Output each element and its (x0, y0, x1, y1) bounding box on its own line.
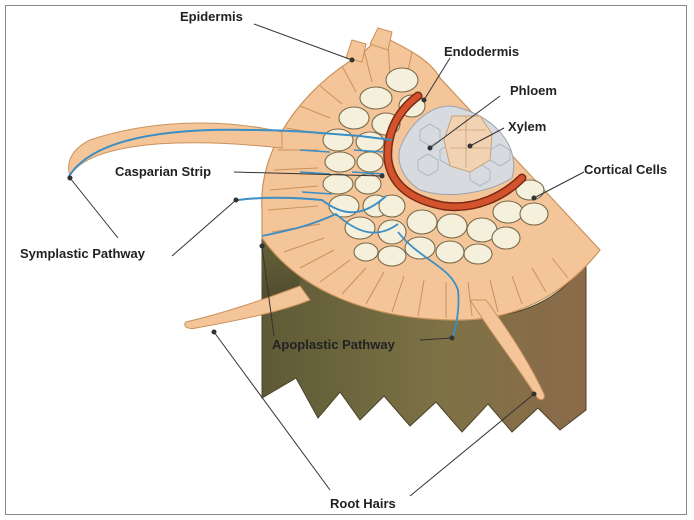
label-endodermis: Endodermis (444, 44, 519, 59)
label-phloem: Phloem (510, 83, 557, 98)
label-root-hairs: Root Hairs (330, 496, 396, 511)
xylem-tissue (444, 116, 492, 172)
label-cortical-cells: Cortical Cells (584, 162, 667, 177)
label-apoplastic-pathway: Apoplastic Pathway (272, 337, 395, 352)
label-epidermis: Epidermis (180, 9, 243, 24)
label-symplastic-pathway: Symplastic Pathway (20, 246, 145, 261)
label-xylem: Xylem (508, 119, 546, 134)
label-casparian-strip: Casparian Strip (115, 164, 211, 179)
